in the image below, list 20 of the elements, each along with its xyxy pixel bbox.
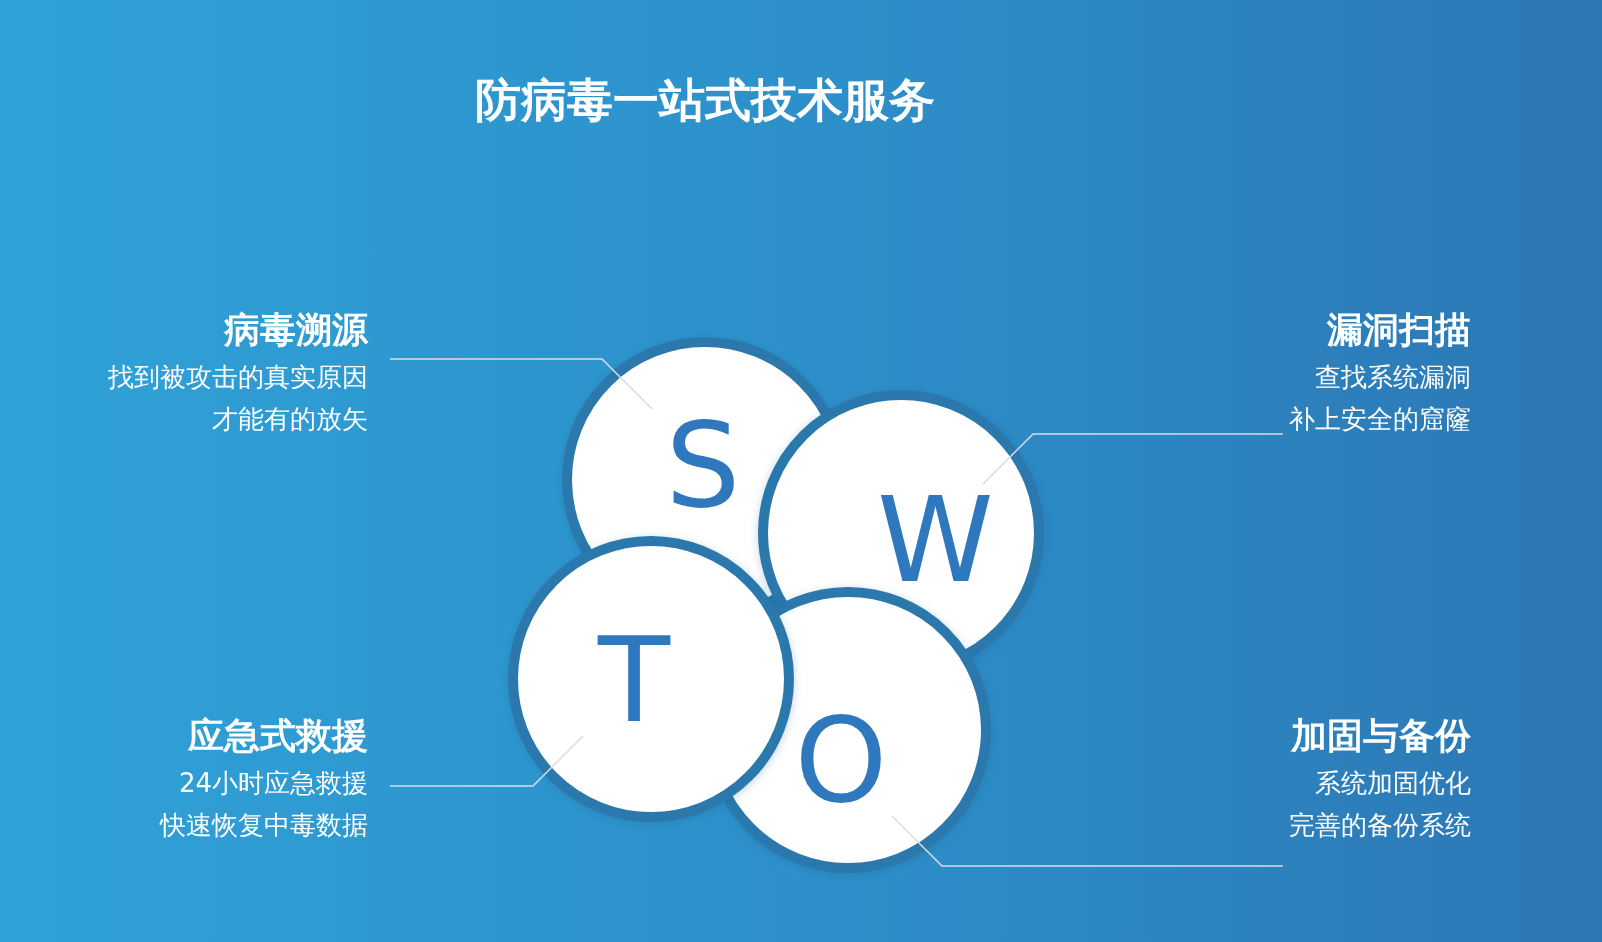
leader-line [891, 815, 1284, 867]
letter: T [579, 620, 689, 740]
letter: O [786, 700, 896, 820]
leader-line [389, 735, 584, 787]
title: 防病毒一站式技术服务 [474, 72, 936, 129]
heading: 漏洞扫描 [1326, 308, 1471, 352]
description-line: 查找系统漏洞 [1314, 361, 1471, 394]
description-line: 24小时应急救援 [177, 767, 368, 800]
description-line: 找到被攻击的真实原因 [107, 361, 368, 394]
description-line: 快速恢复中毒数据 [158, 809, 368, 842]
heading: 病毒溯源 [222, 308, 368, 352]
letter: S [648, 405, 758, 525]
description-line: 系统加固优化 [1314, 767, 1471, 800]
leader-line [982, 433, 1284, 485]
heading: 应急式救援 [187, 714, 368, 758]
heading: 加固与备份 [1289, 714, 1471, 758]
leader-line [389, 358, 653, 410]
description-line: 完善的备份系统 [1288, 809, 1471, 842]
description-line: 才能有的放矢 [211, 403, 368, 436]
description-line: 补上安全的窟窿 [1288, 403, 1471, 436]
